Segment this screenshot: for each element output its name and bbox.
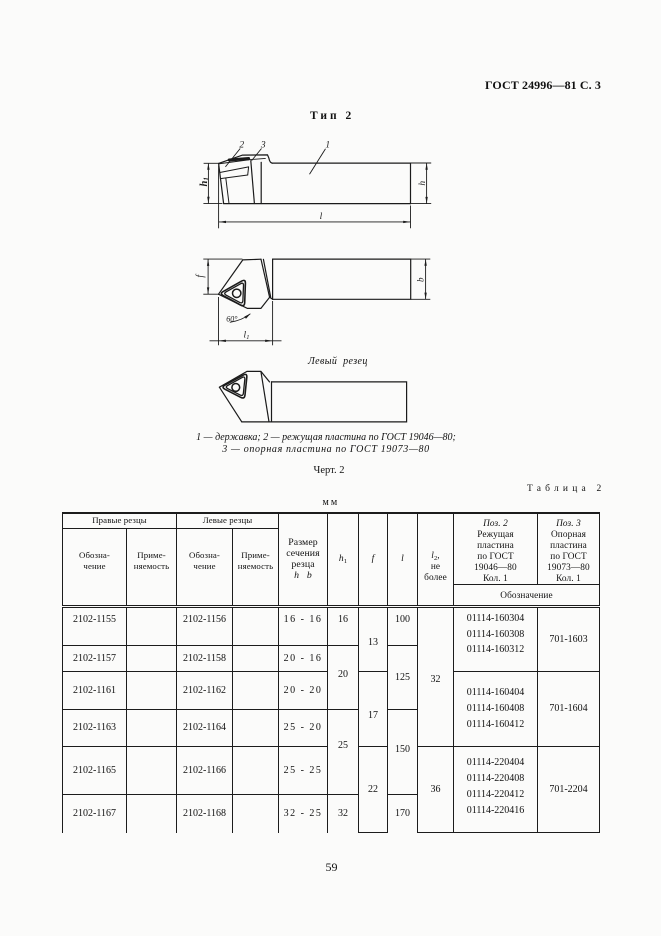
svg-text:l: l [320, 212, 323, 222]
svg-text:b: b [415, 277, 425, 282]
svg-text:h1: h1 [199, 177, 211, 186]
svg-text:l1: l1 [244, 330, 250, 341]
svg-text:1: 1 [325, 141, 330, 151]
svg-text:f: f [195, 274, 206, 278]
svg-text:60°: 60° [226, 314, 238, 323]
svg-text:h: h [418, 181, 428, 186]
svg-text:2: 2 [239, 141, 244, 151]
svg-text:3: 3 [260, 141, 266, 151]
